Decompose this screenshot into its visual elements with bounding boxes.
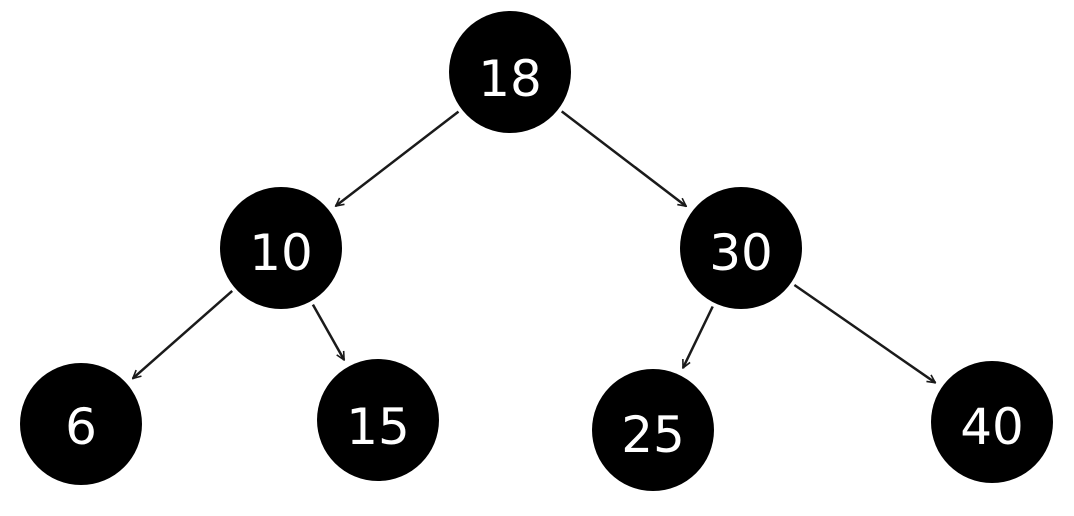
- node-label: 30: [709, 224, 773, 282]
- node-circle: [680, 187, 802, 309]
- edge-30-to-40: [793, 283, 935, 384]
- tree-node-right-right: 40: [931, 361, 1053, 483]
- node-circle: [317, 359, 439, 481]
- edges-group: [133, 110, 936, 384]
- edge-10-to-15: [311, 303, 346, 360]
- tree-node-root: 18: [449, 11, 571, 133]
- node-circle: [20, 363, 142, 485]
- edge-18-to-10: [336, 110, 460, 206]
- tree-node-left-left: 6: [20, 363, 142, 485]
- node-label: 18: [478, 50, 542, 108]
- tree-node-left: 10: [220, 187, 342, 309]
- edge-30-to-25: [681, 305, 714, 368]
- node-circle: [220, 187, 342, 309]
- tree-node-right-left: 25: [592, 369, 714, 491]
- node-label: 10: [249, 224, 313, 282]
- node-circle: [449, 11, 571, 133]
- edge-18-to-30: [560, 110, 686, 206]
- node-label: 15: [346, 398, 410, 456]
- nodes-group: 18 10 30 6 15 25 40: [20, 11, 1053, 491]
- node-label: 6: [65, 398, 97, 456]
- node-circle: [592, 369, 714, 491]
- node-label: 25: [621, 406, 685, 464]
- node-label: 40: [960, 398, 1024, 456]
- edge-10-to-6: [133, 289, 234, 379]
- tree-node-left-right: 15: [317, 359, 439, 481]
- tree-node-right: 30: [680, 187, 802, 309]
- node-circle: [931, 361, 1053, 483]
